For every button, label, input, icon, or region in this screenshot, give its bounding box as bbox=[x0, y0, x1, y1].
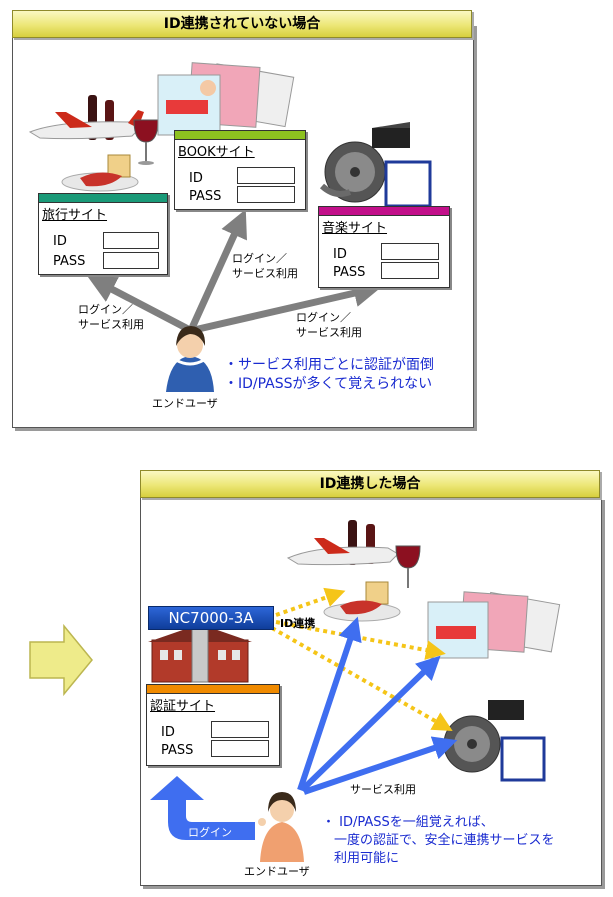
end-user-label-bottom: エンドユーザ bbox=[244, 865, 310, 878]
book-site-id-label: ID bbox=[189, 171, 203, 186]
book-site-pass-input[interactable] bbox=[237, 186, 295, 203]
login-arrow bbox=[150, 776, 255, 840]
bottom-title: ID連携した場合 bbox=[140, 470, 600, 498]
top-title: ID連携されていない場合 bbox=[12, 10, 472, 38]
service-arrows bbox=[297, 616, 458, 795]
travel-site-name: 旅行サイト bbox=[42, 208, 108, 223]
travel-site-pass-input[interactable] bbox=[103, 252, 159, 269]
bottom-notes: ・ ID/PASSを一組覚えれば、 一度の認証で、安全に連携サービスを 利用可能… bbox=[322, 815, 555, 866]
music-site-name: 音楽サイト bbox=[322, 221, 388, 236]
product-badge: NC7000-3A bbox=[148, 606, 274, 630]
travel-site-box: 旅行サイト ID PASS bbox=[38, 193, 168, 275]
login-label-center: ログイン／サービス利用 bbox=[232, 252, 298, 280]
music-site-pass-label: PASS bbox=[333, 265, 366, 280]
auth-site-id-input[interactable] bbox=[211, 721, 269, 738]
end-user-figure-top bbox=[166, 326, 214, 392]
gray-arrows bbox=[87, 209, 382, 334]
book-site-name: BOOKサイト bbox=[178, 145, 255, 160]
travel-illustration-bottom bbox=[286, 520, 421, 622]
id-link-label: ID連携 bbox=[280, 617, 316, 630]
music-illustration bbox=[319, 122, 432, 208]
travel-illustration bbox=[28, 95, 159, 192]
auth-site-colorbar bbox=[147, 685, 279, 694]
travel-site-colorbar bbox=[39, 194, 167, 203]
book-illustration bbox=[157, 62, 295, 136]
book-site-box: BOOKサイト ID PASS bbox=[174, 130, 306, 210]
end-user-label-top: エンドユーザ bbox=[152, 397, 218, 410]
auth-site-id-label: ID bbox=[161, 725, 175, 740]
auth-site-pass-input[interactable] bbox=[211, 740, 269, 757]
book-site-pass-label: PASS bbox=[189, 189, 222, 204]
music-site-id-label: ID bbox=[333, 247, 347, 262]
travel-site-id-label: ID bbox=[53, 234, 67, 249]
music-site-colorbar bbox=[319, 207, 449, 216]
book-site-id-input[interactable] bbox=[237, 167, 295, 184]
music-site-box: 音楽サイト ID PASS bbox=[318, 206, 450, 288]
travel-site-pass-label: PASS bbox=[53, 254, 86, 269]
music-illustration-bottom bbox=[443, 700, 546, 782]
service-label: サービス利用 bbox=[350, 783, 416, 796]
login-label-right: ログイン／サービス利用 bbox=[296, 311, 362, 339]
building-illustration bbox=[148, 624, 252, 683]
top-notes: ・サービス利用ごとに認証が面倒・ID/PASSが多くて覚えられない bbox=[224, 357, 434, 392]
login-label-left: ログイン／サービス利用 bbox=[78, 303, 144, 331]
auth-site-name: 認証サイト bbox=[150, 699, 216, 714]
auth-site-box: 認証サイト ID PASS bbox=[146, 684, 280, 766]
transition-arrow bbox=[29, 623, 93, 697]
login-label: ログイン bbox=[188, 826, 232, 839]
end-user-figure-bottom bbox=[258, 792, 304, 862]
music-site-pass-input[interactable] bbox=[381, 262, 439, 279]
auth-site-pass-label: PASS bbox=[161, 743, 194, 758]
music-site-id-input[interactable] bbox=[381, 243, 439, 260]
travel-site-id-input[interactable] bbox=[103, 232, 159, 249]
book-site-colorbar bbox=[175, 131, 305, 140]
